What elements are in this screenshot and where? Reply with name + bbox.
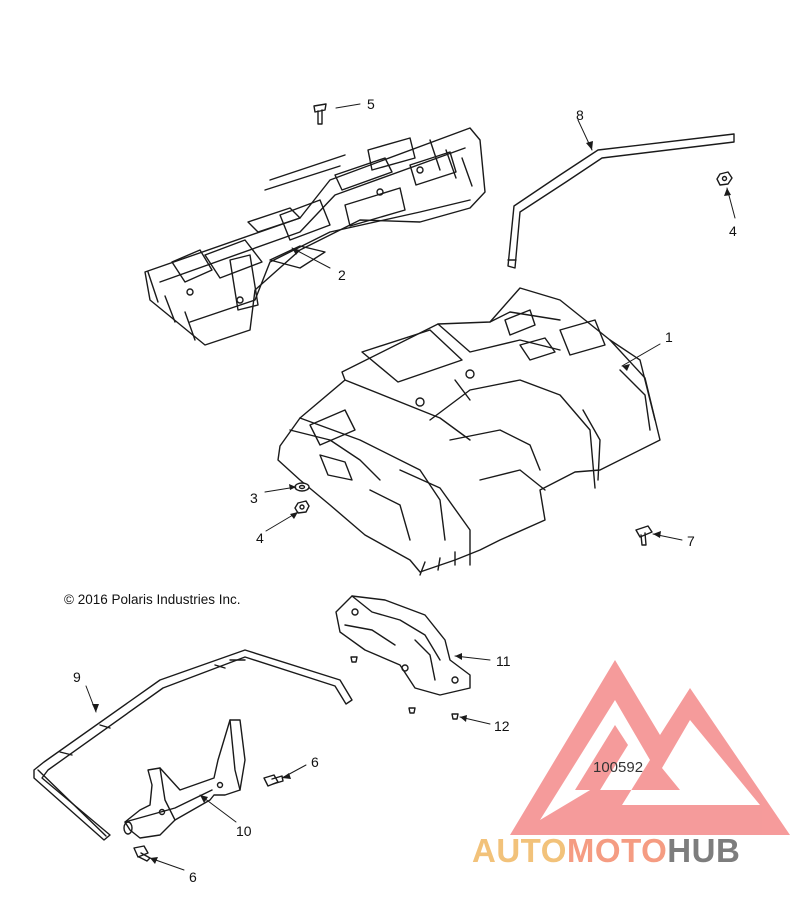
callout-2: 2 (338, 267, 346, 283)
leader-arrowheads (92, 141, 731, 864)
rack-plate-part (144, 127, 486, 346)
watermark-auto: AUTO (472, 832, 567, 869)
callout-4-lower: 4 (256, 530, 264, 546)
callout-11: 11 (496, 653, 511, 669)
fastener-part-7 (635, 525, 653, 546)
callout-3: 3 (250, 490, 258, 506)
callout-7: 7 (687, 533, 695, 549)
callout-6-upper: 6 (311, 754, 319, 770)
mounting-bracket-part-10 (123, 719, 246, 839)
callout-6-lower: 6 (189, 869, 197, 885)
callout-8: 8 (576, 107, 584, 123)
rear-fender-part (277, 287, 661, 576)
watermark-moto: MOTO (566, 832, 668, 869)
copyright-notice: © 2016 Polaris Industries Inc. (64, 592, 241, 607)
tube-bar-part-8 (507, 133, 735, 269)
callout-12: 12 (494, 718, 510, 734)
drawing-number: 100592 (593, 759, 644, 776)
heat-shield-part-11 (335, 595, 471, 696)
nut-part-4-lower (294, 500, 310, 514)
bolt-part-5 (313, 103, 327, 125)
bolt-part-6-lower (133, 845, 151, 862)
washer-part-3 (294, 482, 310, 492)
watermark-hub: HUB (667, 832, 741, 869)
watermark-wordmark: AUTOMOTOHUB (472, 832, 740, 870)
frame-bar-part-9 (33, 649, 353, 841)
callout-4-upper: 4 (729, 223, 737, 239)
callout-10: 10 (236, 823, 252, 839)
callout-1: 1 (665, 329, 673, 345)
screw-part-12 (350, 656, 459, 720)
bolt-part-6-upper (263, 774, 284, 787)
callout-9: 9 (73, 669, 81, 685)
watermark-logo (510, 660, 790, 835)
callout-5: 5 (367, 96, 375, 112)
nut-part-4-upper (716, 171, 733, 186)
